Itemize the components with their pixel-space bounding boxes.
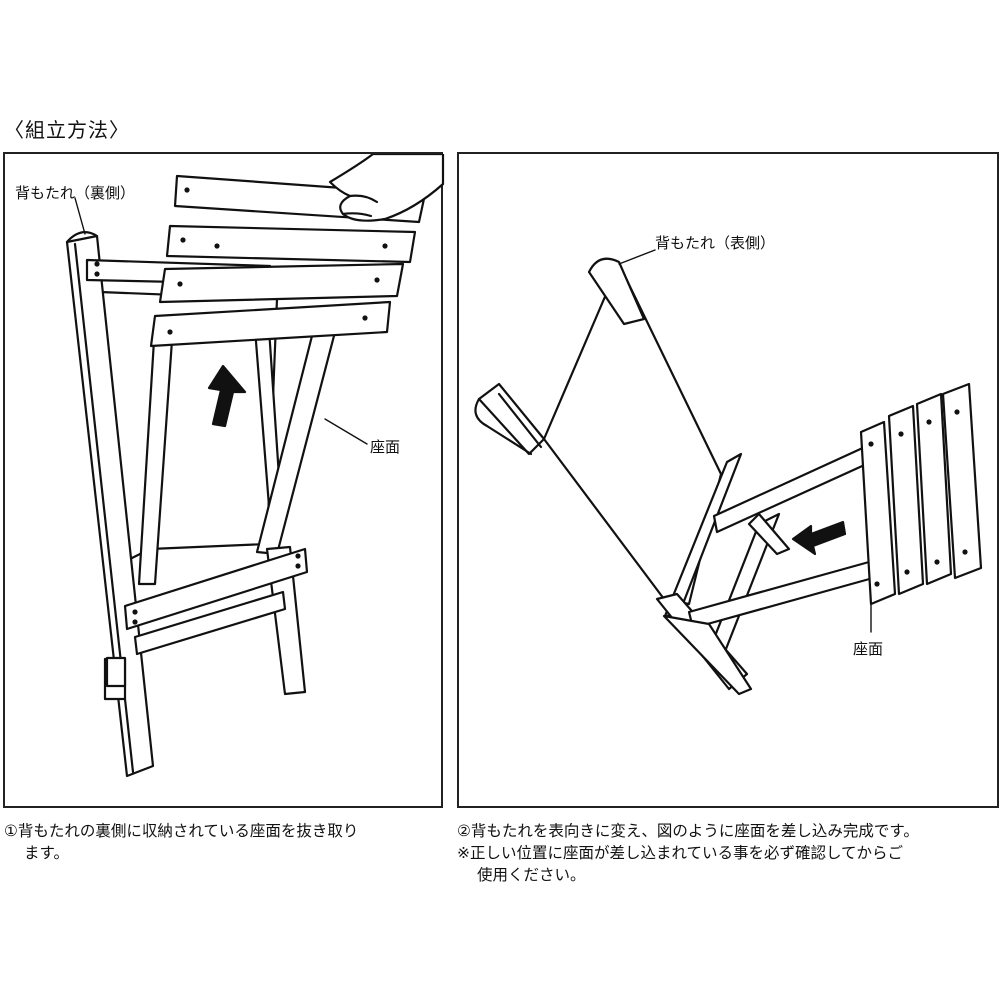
- callout-backrest-rear: 背もたれ（裏側）: [15, 184, 136, 202]
- step1-caption-line: ます。: [24, 844, 69, 862]
- left-arrow-icon: [791, 520, 847, 556]
- step1-illustration-panel: 背もたれ（裏側） 座面: [3, 152, 445, 808]
- folded-chair-back-illustration: [65, 154, 445, 778]
- step2-caption-line: ②背もたれを表向きに変え、図のように座面を差し込み完成です。: [457, 822, 919, 840]
- step2-note-line: ※正しい位置に座面が差し込まれている事を必ず確認してからご: [457, 844, 904, 862]
- page-title: 〈組立方法〉: [4, 118, 130, 142]
- step1-caption: ①背もたれの裏側に収納されている座面を抜き取り ます。: [4, 820, 358, 864]
- callout-seat: 座面: [370, 438, 401, 456]
- callout-backrest-front: 背もたれ（表側）: [655, 234, 776, 252]
- assembled-chair-illustration: [474, 249, 983, 696]
- callout-seat: 座面: [853, 640, 884, 658]
- up-arrow-icon: [207, 364, 247, 428]
- step2-note-line: 使用ください。: [477, 866, 586, 884]
- hand-icon: [328, 154, 445, 222]
- step1-caption-line: ①背もたれの裏側に収納されている座面を抜き取り: [4, 822, 359, 840]
- step2-caption: ②背もたれを表向きに変え、図のように座面を差し込み完成です。 ※正しい位置に座面…: [457, 820, 919, 886]
- seat-slats: [859, 382, 983, 606]
- step2-illustration-panel: 背もたれ（表側） 座面: [457, 152, 999, 808]
